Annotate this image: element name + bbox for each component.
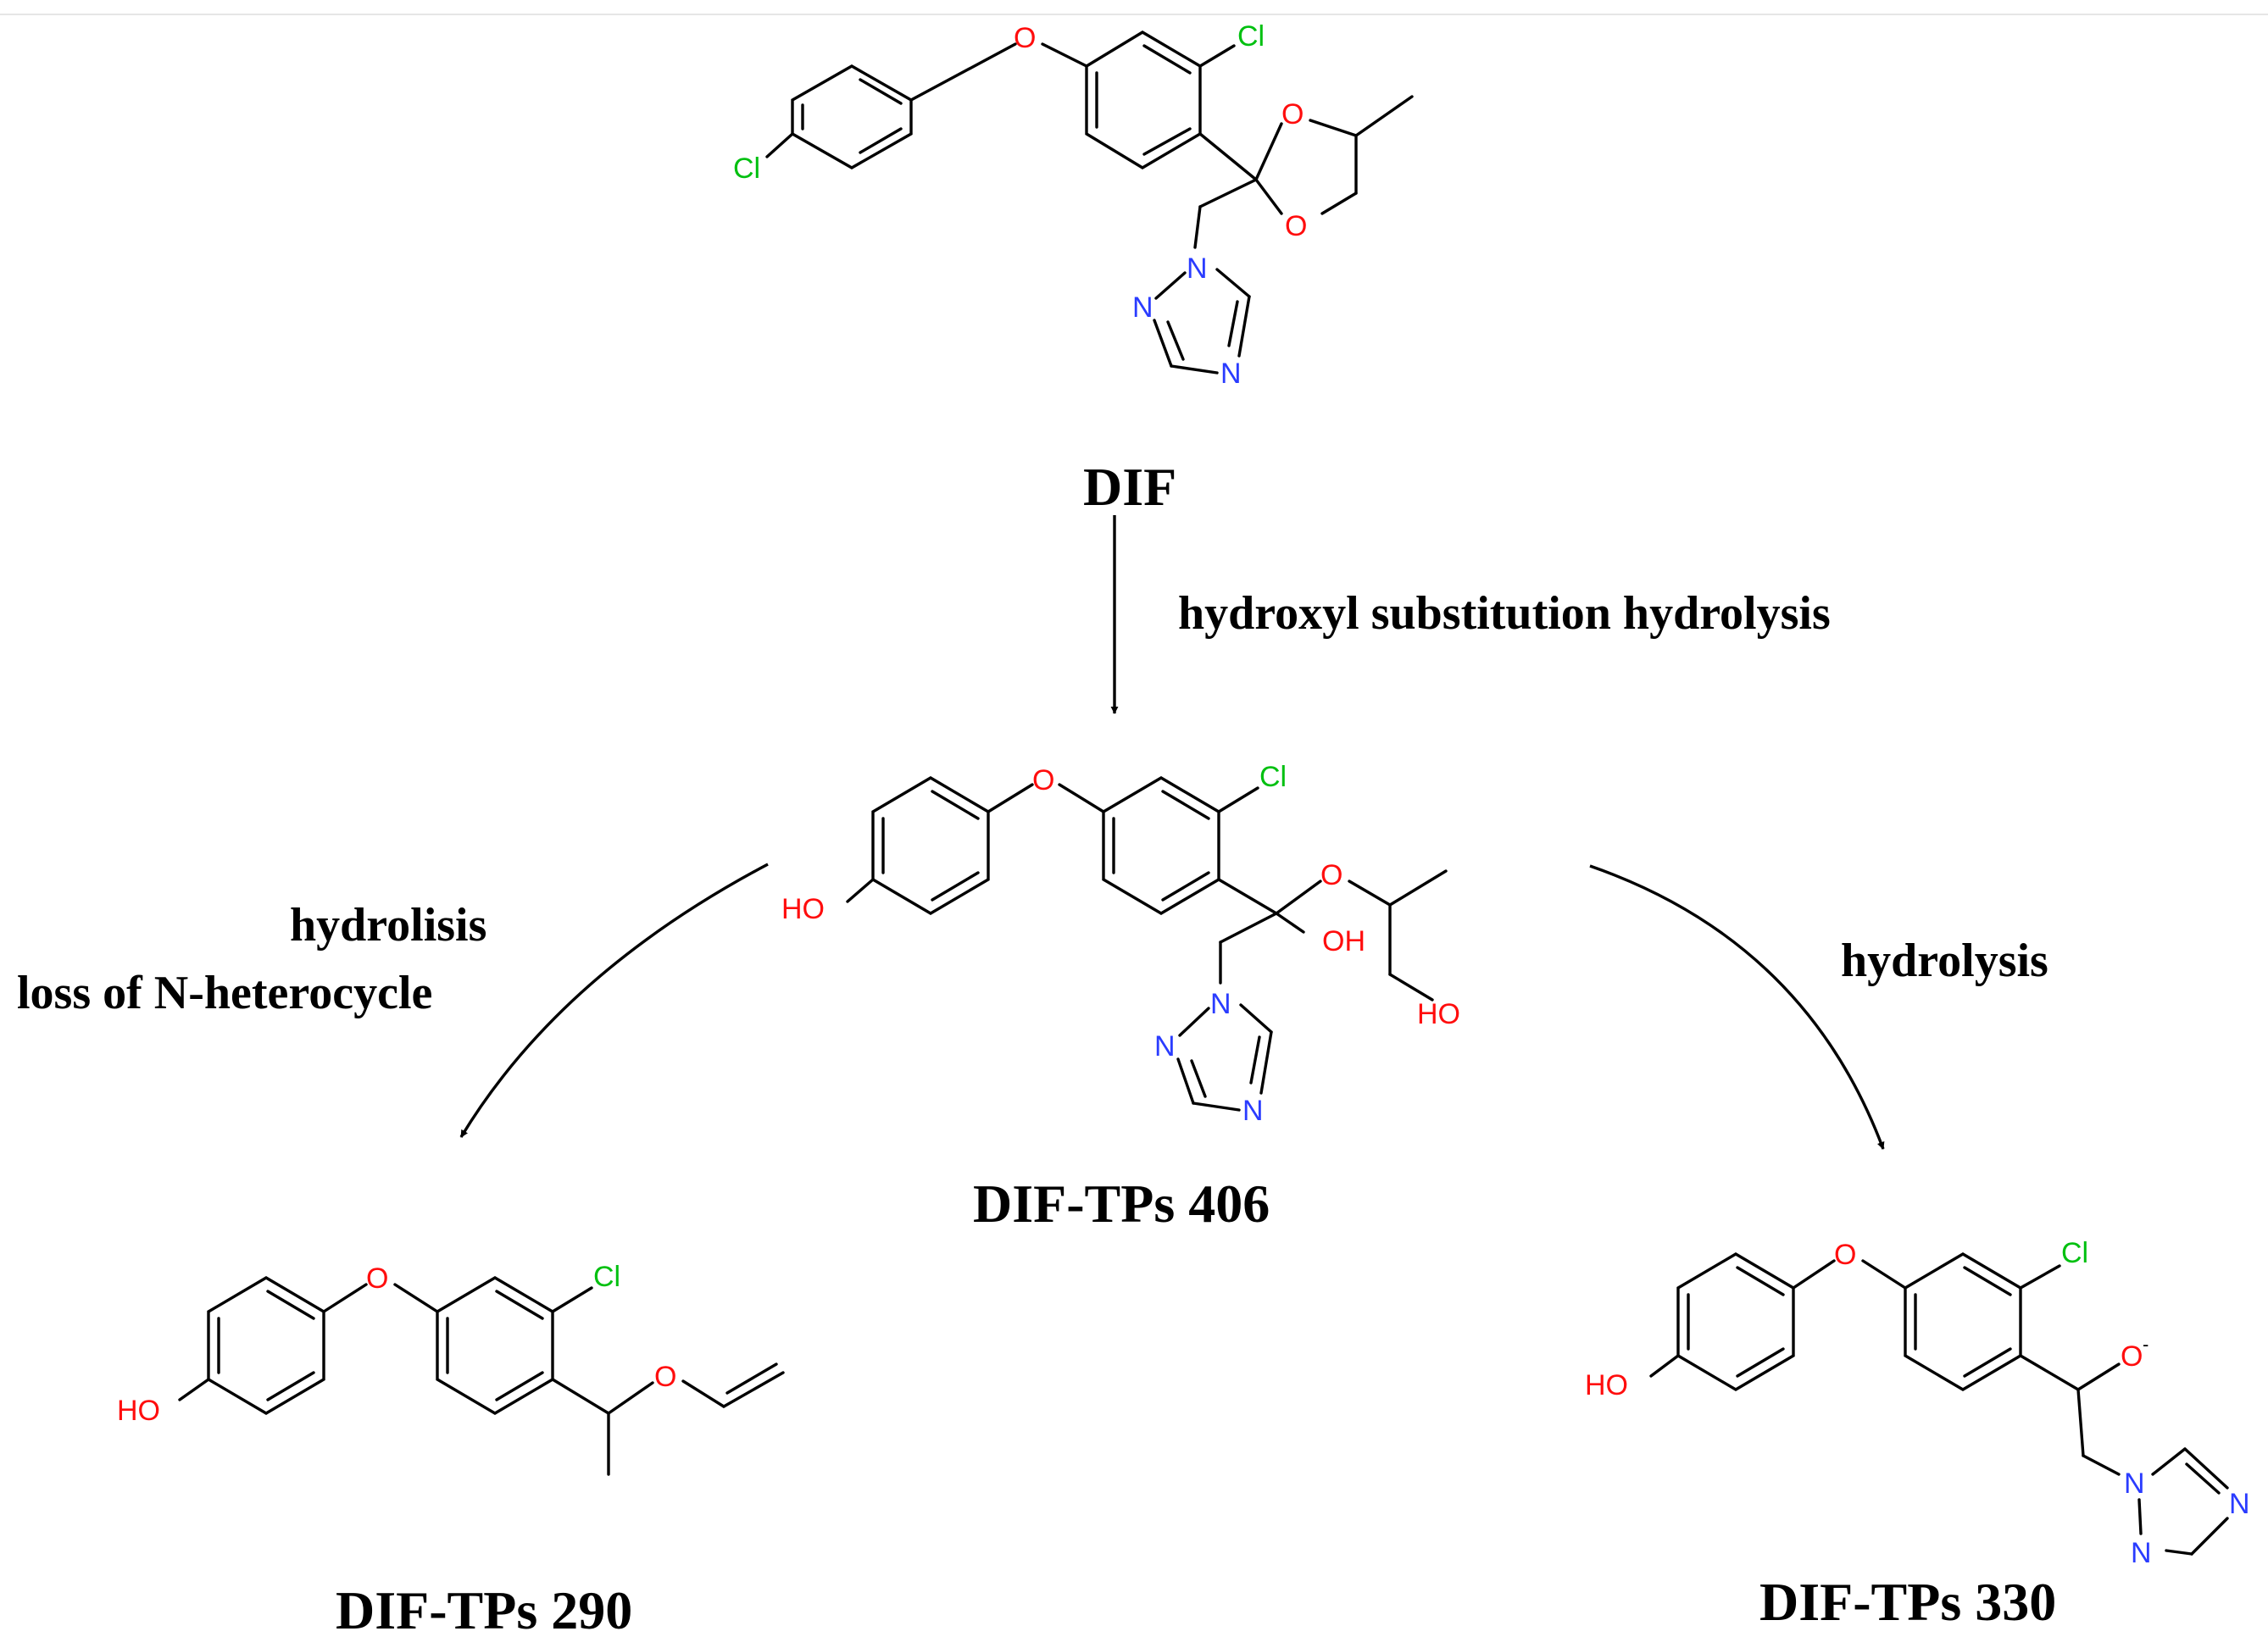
compound-label-tp330: DIF-TPs 330 [1759, 1572, 2056, 1632]
oxygen-atom-label: O [1285, 210, 1307, 242]
compound-label-tp406: DIF-TPs 406 [973, 1174, 1270, 1234]
tp290-structure: HO O Cl O [117, 1261, 785, 1476]
hydroxyl-label: OH [1322, 925, 1365, 957]
reaction-arrow-left [459, 863, 769, 1138]
nitrogen-atom-label: N [1220, 358, 1242, 390]
chlorine-atom-label: Cl [1237, 20, 1265, 53]
dif-structure: Cl O Cl O O N N N [733, 20, 1414, 390]
nitrogen-atom-label: N [2131, 1537, 2152, 1569]
chlorine-atom-label: Cl [733, 153, 760, 185]
oxygen-atom-label: O [366, 1262, 388, 1295]
step-label-left-2: loss of N-heterocycle [17, 967, 432, 1019]
hydroxyl-label: HO [117, 1395, 160, 1427]
nitrogen-atom-label: N [1242, 1095, 1264, 1127]
step-label-right: hydrolysis [1841, 935, 2048, 987]
nitrogen-atom-label: N [1210, 988, 1231, 1020]
nitrogen-atom-label: N [2124, 1468, 2145, 1500]
oxygen-atom-label: O [1014, 22, 1036, 54]
tp406-structure: HO O Cl O HO OH N N N [781, 761, 1460, 1127]
hydroxyl-label: HO [781, 893, 825, 925]
oxide-anion-label: O [2121, 1340, 2143, 1373]
oxygen-atom-label: O [1320, 859, 1342, 891]
nitrogen-atom-label: N [2229, 1488, 2250, 1520]
tp330-structure: HO O Cl O - N N N [1585, 1237, 2250, 1569]
hydroxyl-label: HO [1585, 1369, 1628, 1401]
oxygen-atom-label: O [1834, 1239, 1856, 1271]
top-border-line [0, 14, 2268, 15]
oxygen-atom-label: O [1281, 98, 1304, 130]
oxygen-atom-label: O [1032, 764, 1054, 796]
nitrogen-atom-label: N [1132, 291, 1153, 324]
reaction-arrow-right [1589, 864, 1885, 1150]
chlorine-atom-label: Cl [593, 1261, 620, 1293]
chlorine-atom-label: Cl [1259, 761, 1287, 793]
compound-label-tp290: DIF-TPs 290 [336, 1580, 632, 1640]
step-label-main: hydroxyl substitution hydrolysis [1178, 587, 1831, 640]
negative-charge-label: - [2143, 1334, 2148, 1355]
chlorine-atom-label: Cl [2061, 1237, 2088, 1269]
oxygen-atom-label: O [654, 1361, 676, 1393]
hydroxyl-label: HO [1417, 998, 1460, 1030]
step-label-left-1: hydrolisis [290, 899, 486, 952]
nitrogen-atom-label: N [1187, 252, 1208, 285]
nitrogen-atom-label: N [1154, 1030, 1176, 1063]
compound-label-dif: DIF [1083, 457, 1176, 517]
